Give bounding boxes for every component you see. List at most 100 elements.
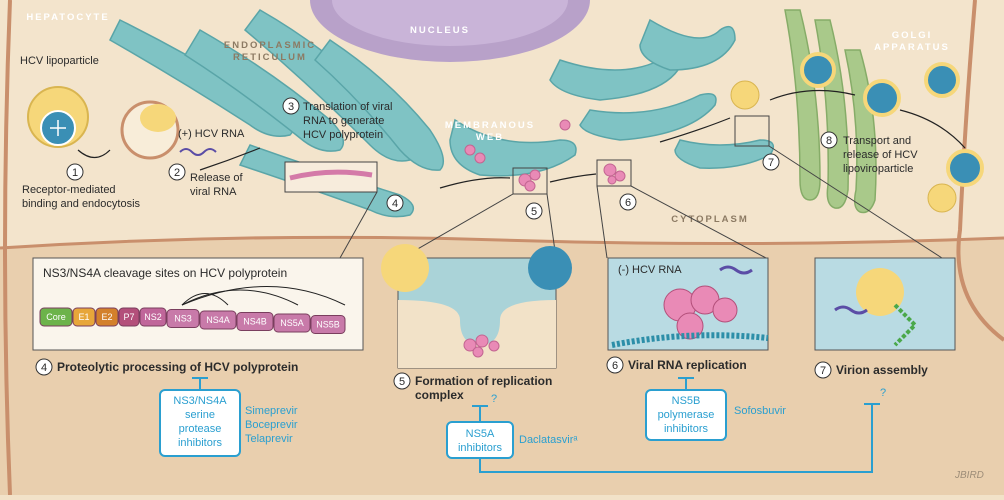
zoom-box-6	[596, 159, 632, 187]
plus-rna-label: (+) HCV RNA	[178, 128, 245, 140]
segment-label-core: Core	[46, 312, 66, 322]
core-protein	[893, 303, 918, 347]
cleavage-arcs	[181, 286, 346, 306]
rna-strand	[179, 148, 217, 156]
cytoplasm-label: CYTOPLASM	[671, 214, 748, 225]
segment-ns3	[166, 309, 200, 328]
panel-6-marker	[606, 356, 624, 374]
segment-ns4a	[199, 310, 237, 330]
step-1-line-1: Receptor-mediated	[22, 184, 116, 196]
step-2-line-2: viral RNA	[190, 186, 237, 198]
zoom-lines	[339, 145, 943, 259]
step-1-number: 1	[72, 167, 78, 179]
segment-label-e2: E2	[101, 312, 112, 322]
panel-5-title-2: complex	[415, 388, 464, 402]
step-8-line-3: lipoviroparticle	[843, 163, 913, 175]
nucleus-label: NUCLEUS	[410, 25, 470, 36]
cell-membrane-right	[956, 0, 1004, 342]
panel-4-number: 4	[41, 362, 47, 374]
step-3-number: 3	[288, 101, 294, 113]
rna-strand-6	[719, 265, 753, 275]
ns5a-question-mark: ?	[491, 393, 497, 405]
drug-sofosbuvir: Sofosbuvir	[734, 405, 786, 417]
segment-label-ns5a: NS5A	[280, 318, 304, 328]
segment-ns4b	[236, 312, 274, 331]
polyprotein-title: NS3/NS4A cleavage sites on HCV polyprote…	[43, 266, 287, 280]
segment-p7	[118, 307, 140, 327]
step-2-line-1: Release of	[190, 172, 244, 184]
segment-e2	[95, 307, 119, 327]
web-label-2: WEB	[476, 132, 504, 143]
ns3-box-line-1: NS3/NS4A	[173, 395, 227, 407]
membrane-invagination	[398, 300, 556, 368]
panel-5-title-1: Formation of replication	[415, 374, 552, 388]
step-3-line-3: HCV polyprotein	[303, 129, 383, 141]
step-8-number: 8	[826, 135, 832, 147]
er-label-1: ENDOPLASMIC	[224, 40, 316, 51]
golgi-label-2: APPARATUS	[874, 42, 950, 53]
ns5a-box-line-2: inhibitors	[458, 442, 503, 454]
lipoparticle-label: HCV lipoparticle	[20, 55, 99, 67]
segment-label-e1: E1	[78, 312, 89, 322]
segment-core	[39, 307, 73, 327]
panel-6-title: Viral RNA replication	[628, 358, 747, 372]
segment-label-p7: P7	[123, 312, 134, 322]
panel-4-marker	[35, 358, 53, 376]
ns3-box-line-2: serine	[185, 409, 215, 421]
replicase-complex	[663, 285, 738, 340]
panel-7-title: Virion assembly	[836, 363, 928, 377]
drug-daclatasvir: Daclatasvirᵃ	[519, 434, 578, 446]
step-5-number: 5	[531, 206, 537, 218]
lipid-droplet-5a	[381, 244, 429, 292]
cell-membrane-lower	[0, 235, 1004, 250]
replication-complexes	[464, 119, 626, 192]
segment-label-ns4b: NS4B	[243, 317, 267, 327]
golgi-label-1: GOLGI	[892, 30, 933, 41]
panel-7-number: 7	[820, 365, 826, 377]
virion-question-mark: ?	[880, 387, 886, 399]
step-4-number: 4	[392, 198, 398, 210]
panel-7-marker	[814, 361, 832, 379]
ns3-ns4a-inhibitor-box	[159, 389, 241, 457]
assembly-droplet	[856, 268, 904, 316]
zoom-box-5	[512, 167, 548, 195]
drug-boceprevir: Boceprevir	[245, 419, 298, 431]
panel-6-number: 6	[612, 360, 618, 372]
ns5a-box-line-1: NS5A	[466, 428, 495, 440]
panel-5-marker	[393, 372, 411, 390]
step-markers: 1 2 3 4 5 6 7 8	[66, 97, 838, 220]
ns5b-box-line-1: NS5B	[672, 395, 701, 407]
ns3-box-line-4: inhibitors	[178, 437, 223, 449]
artist-signature: JBIRD	[954, 470, 984, 481]
nucleus-inner	[332, 0, 568, 46]
segment-ns5b	[310, 315, 346, 334]
endosome	[120, 100, 180, 160]
segment-label-ns4a: NS4A	[206, 315, 230, 325]
endoplasmic-reticulum	[109, 9, 775, 218]
ns5b-box-line-3: inhibitors	[664, 423, 709, 435]
minus-rna-label: (-) HCV RNA	[618, 264, 682, 276]
lipoviroparticles	[730, 52, 984, 213]
zoom-box-7	[734, 115, 770, 147]
er-label-2: RETICULUM	[233, 52, 307, 63]
hcv-lipoparticle-entry	[27, 86, 89, 148]
polyprotein-panel	[32, 257, 364, 351]
segment-ns5a	[273, 313, 311, 333]
step-6-number: 6	[625, 197, 631, 209]
drug-simeprevir: Simeprevir	[245, 405, 298, 417]
segment-label-ns5b: NS5B	[316, 320, 340, 330]
vesicle-blobs	[463, 334, 500, 358]
polyprotein-strand	[289, 169, 373, 181]
inhibition-lines	[192, 377, 880, 473]
drug-telaprevir: Telaprevir	[245, 433, 293, 445]
segment-e1	[72, 307, 96, 327]
step-3-line-2: RNA to generate	[303, 115, 384, 127]
segment-ns2	[139, 307, 167, 327]
step-8-line-2: release of HCV	[843, 149, 918, 161]
panel-4-title: Proteolytic processing of HCV polyprotei…	[57, 360, 298, 374]
pathway-arrows	[77, 89, 966, 189]
hepatocyte-label: HEPATOCYTE	[26, 12, 109, 23]
step-7-number: 7	[768, 157, 774, 169]
